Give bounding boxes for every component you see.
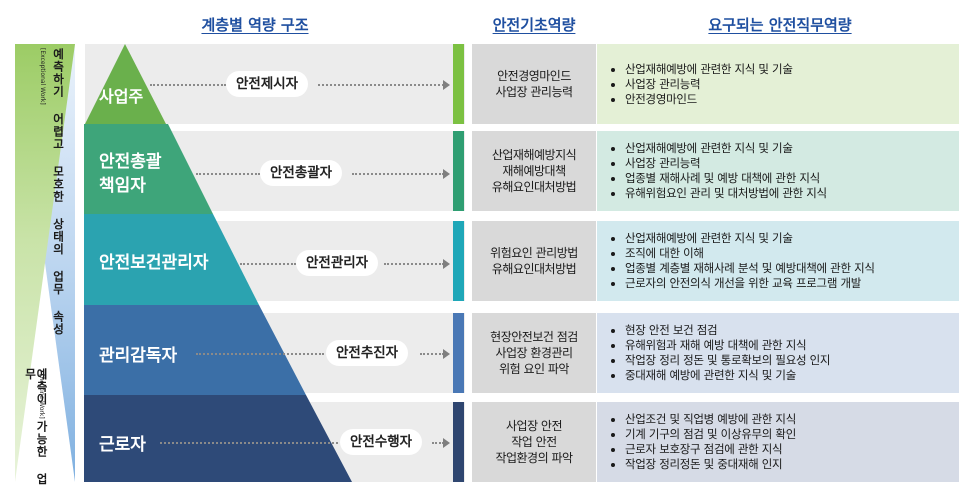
basic-item: 위험요인 관리방법 <box>490 246 578 260</box>
required-competency-2: 산업재해예방에 관련한 지식 및 기술 사업장 관리능력 업종별 재해사례 및 … <box>597 131 959 211</box>
arrow-1 <box>443 80 450 90</box>
level-color-bar-2 <box>453 131 464 211</box>
header-basic-competency: 안전기초역량 <box>492 16 576 34</box>
connector-1b <box>318 84 444 86</box>
required-item: 작업장 정리 정돈 및 통로확보의 필요성 인지 <box>625 353 959 368</box>
required-item: 현장 안전 보건 점검 <box>625 323 959 338</box>
arrow-3 <box>443 259 450 269</box>
arrow-4 <box>443 349 450 359</box>
pyramid-tier-5 <box>84 395 352 482</box>
arrow-5 <box>443 438 450 448</box>
basic-item: 산업재해예방지식 <box>491 148 577 162</box>
basic-item: 재해예방대책 <box>502 164 566 178</box>
pyramid-tier-3 <box>84 214 259 305</box>
basic-item: 유해요인대처방법 <box>491 180 577 194</box>
required-item: 산업재해예방에 관련한 지식 및 기술 <box>625 62 959 77</box>
basic-item: 사업장 관리능력 <box>495 85 573 99</box>
basic-item: 위험 요인 파악 <box>499 362 569 376</box>
basic-item: 작업환경의 파악 <box>495 451 573 465</box>
basic-competency-5: 사업장 안전 작업 안전 작업환경의 파악 <box>472 402 596 482</box>
required-item: 사업장 관리능력 <box>625 77 959 92</box>
level-color-bar-1 <box>453 44 464 124</box>
routine-work-label: 예측이 가능한 업무 <box>23 368 50 486</box>
connector-2a <box>196 173 260 175</box>
level-name-manager: 안전보건관리자 <box>99 253 209 273</box>
work-attribute-wedge <box>15 44 75 482</box>
level-name-chief-line2: 책임자 <box>99 176 146 196</box>
header-required-competency: 요구되는 안전직무역량 <box>708 16 852 34</box>
required-item: 조직에 대한 이해 <box>625 246 959 261</box>
level-name-owner: 사업주 <box>99 87 144 106</box>
level-name-supervisor: 관리감독자 <box>99 346 178 366</box>
basic-item: 사업장 안전 <box>505 419 563 433</box>
connector-5b <box>432 442 444 444</box>
pyramid-tier-2 <box>84 124 213 214</box>
required-item: 산업조건 및 직업병 예방에 관한 지식 <box>625 412 959 427</box>
required-item: 근로자의 안전의식 개선을 위한 교육 프로그램 개발 <box>625 276 959 291</box>
required-competency-4: 현장 안전 보건 점검 유해위험과 재해 예방 대책에 관한 지식 작업장 정리… <box>597 313 959 393</box>
level-color-bar-5 <box>453 402 464 482</box>
basic-competency-4: 현장안전보건 점검 사업장 환경관리 위험 요인 파악 <box>472 313 596 393</box>
exceptional-work-label: 예측하기 어렵고 모호한 상태의 업무 속성 <box>51 48 66 336</box>
basic-competency-2: 산업재해예방지식 재해예방대책 유해요인대처방법 <box>472 131 596 211</box>
required-item: 사업장 관리능력 <box>625 156 959 171</box>
required-item: 업종별 재해사례 및 예방 대책에 관한 지식 <box>625 171 959 186</box>
connector-5a <box>160 442 338 444</box>
basic-item: 작업 안전 <box>511 435 557 449</box>
basic-item: 유해요인대처방법 <box>491 262 577 276</box>
level-color-bar-3 <box>453 221 464 301</box>
required-item: 산업재해예방에 관련한 지식 및 기술 <box>625 141 959 156</box>
required-item: 작업장 정리정돈 및 중대재해 인지 <box>625 457 959 472</box>
competency-pyramid <box>84 44 352 482</box>
required-item: 산업재해예방에 관련한 지식 및 기술 <box>625 231 959 246</box>
role-pill-safety-performer: 안전수행자 <box>340 429 423 455</box>
connector-4b <box>420 353 444 355</box>
required-item: 근로자 보호장구 점검에 관한 지식 <box>625 442 959 457</box>
basic-item: 사업장 환경관리 <box>495 346 573 360</box>
pyramid-tier-1 <box>85 44 166 124</box>
pyramid-tier-4 <box>84 305 306 395</box>
connector-4a <box>196 353 324 355</box>
basic-item: 안전경영마인드 <box>497 69 571 83</box>
arrow-2 <box>443 169 450 179</box>
required-item: 유해위험과 재해 예방 대책에 관한 지식 <box>625 338 959 353</box>
required-competency-1: 산업재해예방에 관련한 지식 및 기술 사업장 관리능력 안전경영마인드 <box>597 44 959 124</box>
connector-3b <box>384 263 444 265</box>
required-item: 중대재해 예방에 관련한 지식 및 기술 <box>625 368 959 383</box>
exceptional-work-sublabel: [Exceptional Work] <box>39 48 46 105</box>
role-pill-safety-presenter: 안전제시자 <box>226 71 309 97</box>
required-item: 업종별 계층별 재해사례 분석 및 예방대책에 관한 지식 <box>625 261 959 276</box>
role-pill-safety-director: 안전총괄자 <box>260 160 343 186</box>
required-item: 기계 기구의 점검 및 이상유무의 확인 <box>625 427 959 442</box>
required-competency-3: 산업재해예방에 관련한 지식 및 기술 조직에 대한 이해 업종별 계층별 재해… <box>597 221 959 301</box>
level-name-chief-line1: 안전총괄 <box>99 152 162 172</box>
connector-2b <box>352 173 444 175</box>
level-name-worker: 근로자 <box>99 435 146 455</box>
routine-work-sublabel: [Routine Work] <box>38 374 45 419</box>
role-pill-safety-manager: 안전관리자 <box>296 250 379 276</box>
header-structure: 계층별 역량 구조 <box>201 16 309 34</box>
required-competency-5: 산업조건 및 직업병 예방에 관한 지식 기계 기구의 점검 및 이상유무의 확… <box>597 402 959 482</box>
basic-competency-1: 안전경영마인드 사업장 관리능력 <box>472 44 596 124</box>
connector-3a <box>240 263 296 265</box>
basic-competency-3: 위험요인 관리방법 유해요인대처방법 <box>472 221 596 301</box>
required-item: 안전경영마인드 <box>625 92 959 107</box>
basic-item: 현장안전보건 점검 <box>490 330 578 344</box>
required-item: 유해위험요인 관리 및 대처방법에 관한 지식 <box>625 186 959 201</box>
connector-1a <box>150 84 226 86</box>
role-pill-safety-promoter: 안전추진자 <box>326 340 409 366</box>
level-color-bar-4 <box>453 313 464 393</box>
